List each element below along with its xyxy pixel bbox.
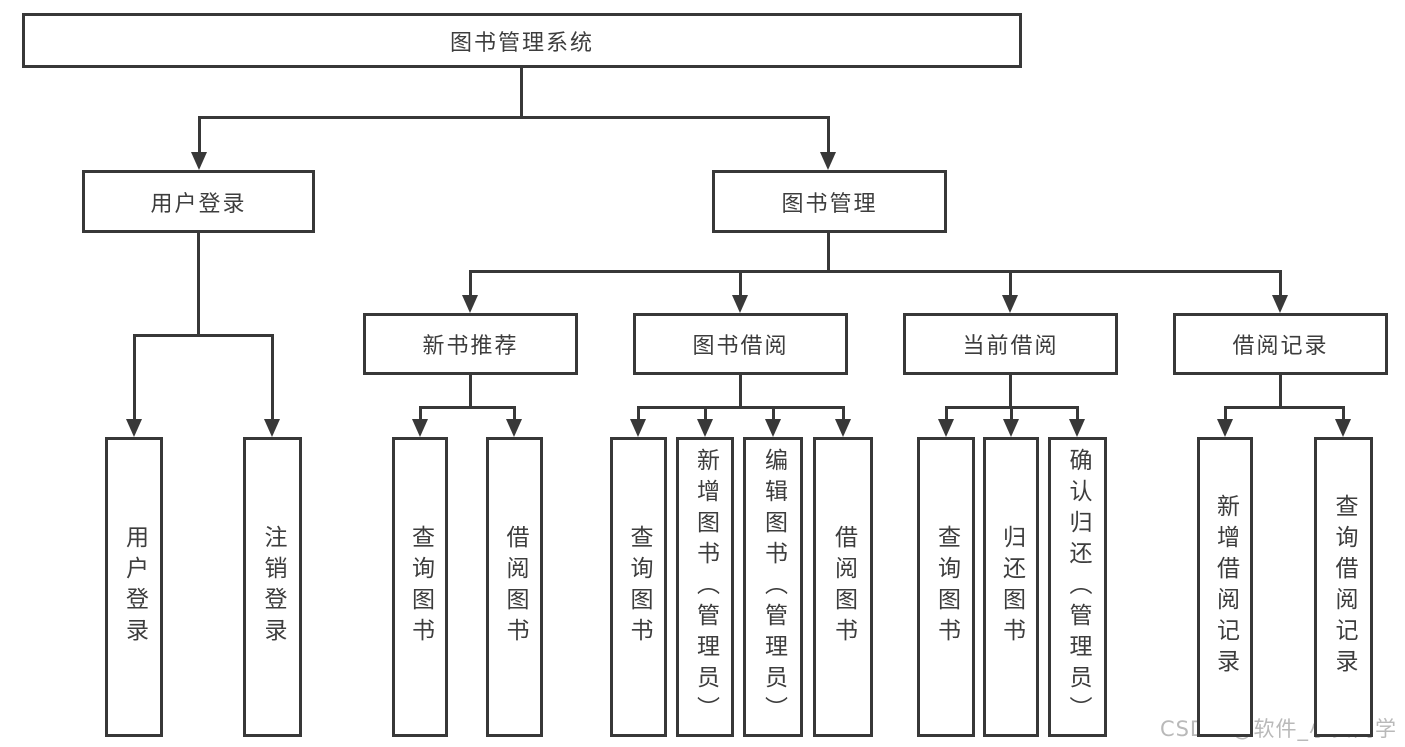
edge-line-vertical <box>771 407 775 425</box>
node-label: 查询图书 <box>626 525 652 649</box>
node-new-book-recommendation: 新书推荐 <box>363 313 578 375</box>
edge-line-vertical <box>1009 407 1013 425</box>
arrowhead-icon <box>697 419 713 437</box>
node-label: 查询借阅记录 <box>1331 494 1357 680</box>
node-label: 借阅图书 <box>830 525 857 649</box>
edge-line-vertical <box>738 375 742 409</box>
edge-line-vertical <box>1278 271 1282 301</box>
node-borrowing-records: 借阅记录 <box>1173 313 1388 375</box>
edge-line-vertical <box>703 407 707 425</box>
edge-line-vertical <box>944 407 948 425</box>
edge-line-vertical <box>841 407 845 425</box>
node-leaf-edit-books-admin: 编辑图书（管理员） <box>743 437 803 737</box>
node-leaf-query-books-borrow: 查询图书 <box>610 437 667 737</box>
edge-line-vertical <box>468 375 472 409</box>
edge-line-horizontal <box>1223 405 1345 409</box>
edge-line-horizontal <box>468 269 1282 273</box>
node-label: 新增图书（管理员） <box>692 447 719 727</box>
node-leaf-query-books-current: 查询图书 <box>917 437 975 737</box>
node-leaf-query-borrow-record: 查询借阅记录 <box>1314 437 1373 737</box>
node-label: 图书管理系统 <box>449 30 594 56</box>
node-label: 借阅图书 <box>502 525 528 649</box>
edge-line-vertical <box>1278 375 1282 409</box>
edge-line-vertical <box>826 233 830 273</box>
edge-line-vertical <box>1223 407 1227 425</box>
arrowhead-icon <box>1217 419 1233 437</box>
arrowhead-icon <box>191 152 207 170</box>
edge-line-horizontal <box>418 405 516 409</box>
edge-line-horizontal <box>636 405 845 409</box>
arrowhead-icon <box>1272 295 1288 313</box>
edge-line-vertical <box>197 117 201 158</box>
edge-line-horizontal <box>132 333 274 337</box>
arrowhead-icon <box>732 295 748 313</box>
edge-line-vertical <box>1341 407 1345 425</box>
node-leaf-add-books-admin: 新增图书（管理员） <box>676 437 734 737</box>
edge-line-vertical <box>1075 407 1079 425</box>
edge-line-horizontal <box>197 115 830 119</box>
node-label: 用户登录 <box>121 525 148 649</box>
node-label: 当前借阅 <box>962 334 1059 359</box>
edge-line-vertical <box>1008 375 1012 409</box>
arrowhead-icon <box>630 419 646 437</box>
edge-line-vertical <box>468 271 472 301</box>
arrowhead-icon <box>820 152 836 170</box>
node-leaf-return-books: 归还图书 <box>983 437 1039 737</box>
arrowhead-icon <box>506 419 522 437</box>
node-label: 图书管理 <box>781 191 878 217</box>
arrowhead-icon <box>1002 295 1018 313</box>
edge-line-vertical <box>826 117 830 158</box>
node-leaf-query-books-rec: 查询图书 <box>392 437 448 737</box>
arrowhead-icon <box>835 419 851 437</box>
node-label: 借阅记录 <box>1232 334 1329 359</box>
edge-line-vertical <box>519 68 523 119</box>
edge-line-vertical <box>1008 271 1012 301</box>
arrowhead-icon <box>126 419 142 437</box>
node-leaf-user-login: 用户登录 <box>105 437 163 737</box>
node-label: 查询图书 <box>933 525 960 649</box>
node-leaf-add-borrow-record: 新增借阅记录 <box>1197 437 1253 737</box>
arrowhead-icon <box>1003 419 1019 437</box>
node-label: 用户登录 <box>150 191 247 217</box>
node-leaf-borrow-books: 借阅图书 <box>813 437 873 737</box>
node-leaf-logout: 注销登录 <box>243 437 302 737</box>
node-leaf-borrow-books-rec: 借阅图书 <box>486 437 543 737</box>
arrowhead-icon <box>938 419 954 437</box>
node-label: 查询图书 <box>407 525 434 649</box>
edge-line-vertical <box>132 335 136 425</box>
edge-line-vertical <box>196 233 200 337</box>
node-label: 注销登录 <box>260 525 286 649</box>
edge-line-vertical <box>270 335 274 425</box>
node-book-management: 图书管理 <box>712 170 947 233</box>
arrowhead-icon <box>412 419 428 437</box>
node-library-management-system: 图书管理系统 <box>22 13 1022 68</box>
node-label: 新书推荐 <box>422 334 519 359</box>
node-label: 归还图书 <box>998 525 1025 649</box>
edge-line-vertical <box>738 271 742 301</box>
arrowhead-icon <box>765 419 781 437</box>
arrowhead-icon <box>264 419 280 437</box>
node-book-borrowing: 图书借阅 <box>633 313 848 375</box>
node-label: 确认归还（管理员） <box>1065 447 1091 727</box>
node-label: 图书借阅 <box>692 334 789 359</box>
edge-line-vertical <box>512 407 516 425</box>
arrowhead-icon <box>1335 419 1351 437</box>
node-user-login: 用户登录 <box>82 170 315 233</box>
node-label: 新增借阅记录 <box>1212 494 1239 680</box>
node-label: 编辑图书（管理员） <box>760 447 787 727</box>
edge-line-vertical <box>418 407 422 425</box>
node-current-borrowing: 当前借阅 <box>903 313 1118 375</box>
arrowhead-icon <box>462 295 478 313</box>
node-leaf-confirm-return-admin: 确认归还（管理员） <box>1048 437 1107 737</box>
edge-line-vertical <box>636 407 640 425</box>
arrowhead-icon <box>1069 419 1085 437</box>
